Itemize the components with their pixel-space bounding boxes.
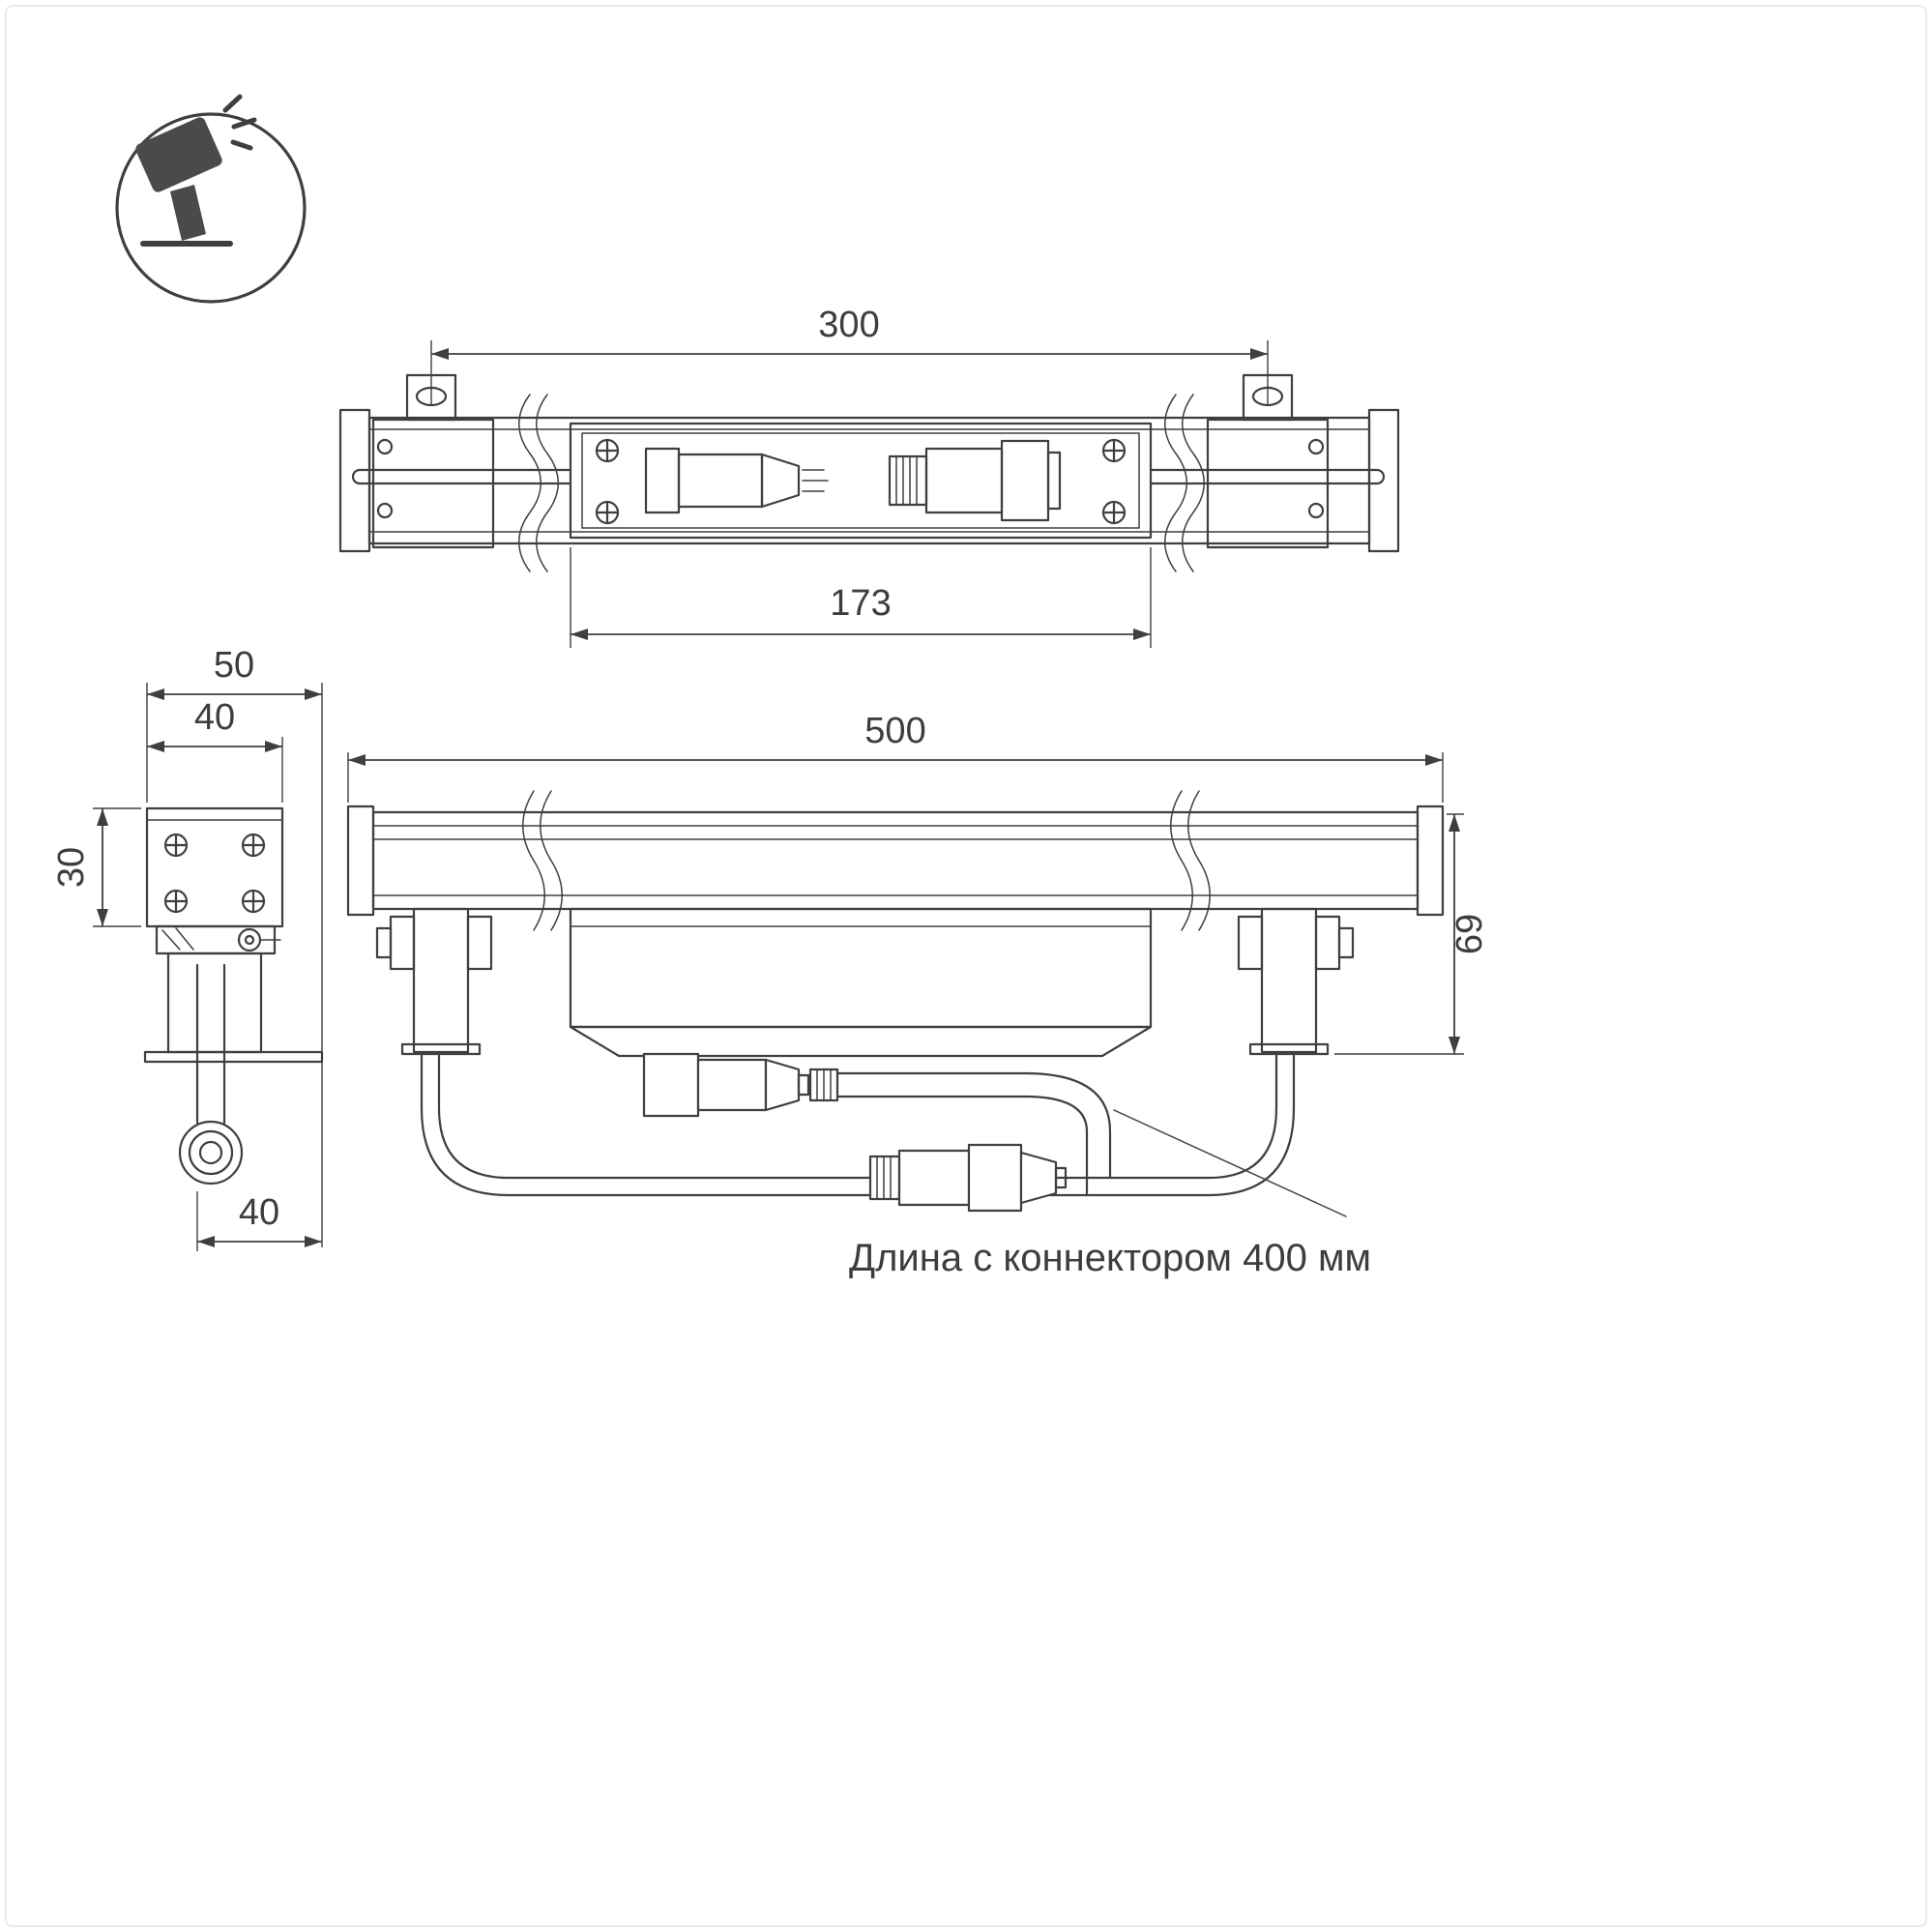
- top-view: [338, 373, 1400, 572]
- dim-label-40-top: 40: [194, 697, 235, 738]
- dim-label-50: 50: [214, 645, 254, 686]
- screw-icon: [163, 889, 189, 914]
- dim-40-top: 40: [147, 697, 283, 803]
- dim-300: 300: [430, 305, 1269, 406]
- dim-label-40-bottom: 40: [239, 1192, 279, 1233]
- dim-69: 69: [1334, 813, 1490, 1055]
- dim-30: 30: [51, 807, 141, 927]
- note-leader-line: [1113, 1109, 1347, 1217]
- mount-bracket-left: [371, 373, 495, 549]
- dim-40-bottom: 40: [196, 1191, 322, 1251]
- dim-label-300: 300: [818, 305, 879, 345]
- front-bracket-left: [375, 907, 493, 1056]
- dim-label-30: 30: [51, 847, 92, 888]
- dim-label-69: 69: [1449, 914, 1490, 954]
- screw-icon: [241, 833, 266, 858]
- light-rays-icon: [222, 94, 257, 151]
- front-bracket-right: [1237, 907, 1355, 1056]
- dim-label-173: 173: [830, 583, 891, 624]
- front-view: [346, 790, 1445, 1217]
- connector-length-note: Длина с коннектором 400 мм: [849, 1237, 1371, 1279]
- screw-icon: [1101, 438, 1127, 463]
- connector-middle-front: [642, 1052, 839, 1118]
- break-lines-top: [518, 394, 1205, 572]
- break-lines-front: [522, 790, 1211, 931]
- screw-icon: [163, 833, 189, 858]
- connector-female-top: [888, 439, 1062, 522]
- screw-icon: [1101, 500, 1127, 525]
- floodlight-icon: [115, 94, 307, 304]
- dim-173: 173: [570, 547, 1152, 648]
- end-view: [143, 806, 324, 1186]
- screw-icon: [595, 438, 620, 463]
- dim-500: 500: [347, 711, 1444, 803]
- dim-label-500: 500: [864, 711, 925, 751]
- screw-icon: [595, 500, 620, 525]
- screw-icon: [241, 889, 266, 914]
- connector-male-top: [644, 447, 829, 514]
- connector-lower-front: [868, 1143, 1068, 1213]
- round-connector-icon: [178, 1120, 244, 1186]
